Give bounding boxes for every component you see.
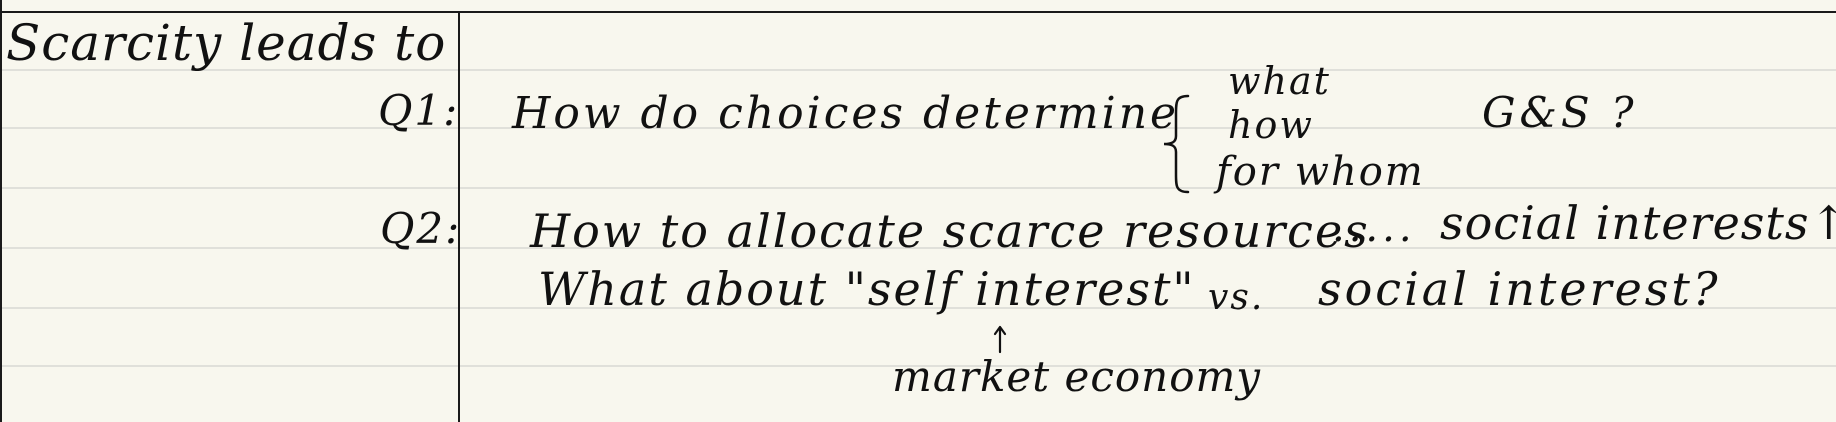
q2-annotation: market economy [892,352,1262,401]
q2-label: Q2: [380,204,462,253]
q1-label: Q1: [378,86,460,135]
q2-line1-tail: social interests↑↑ [1440,196,1836,250]
q2-line1-question: How to allocate scarce resources [530,204,1370,258]
margin-heading: Scarcity leads to [6,14,447,72]
q2-line2-vs: vs. [1208,277,1265,318]
q2-line2-tail: social interest? [1318,262,1721,316]
q2-line2-question: What about "self interest" [538,262,1196,316]
q1-option-what: what [1228,59,1331,103]
q1-question: How do choices determine [512,88,1180,139]
brace-icon [1163,94,1190,194]
q2-line1-dots: ..... [1332,205,1416,251]
up-arrow-icon [993,325,1007,354]
q1-option-how: how [1228,103,1314,147]
q1-object: G&S ? [1482,88,1638,137]
q1-option-for-whom: for whom [1216,149,1425,195]
